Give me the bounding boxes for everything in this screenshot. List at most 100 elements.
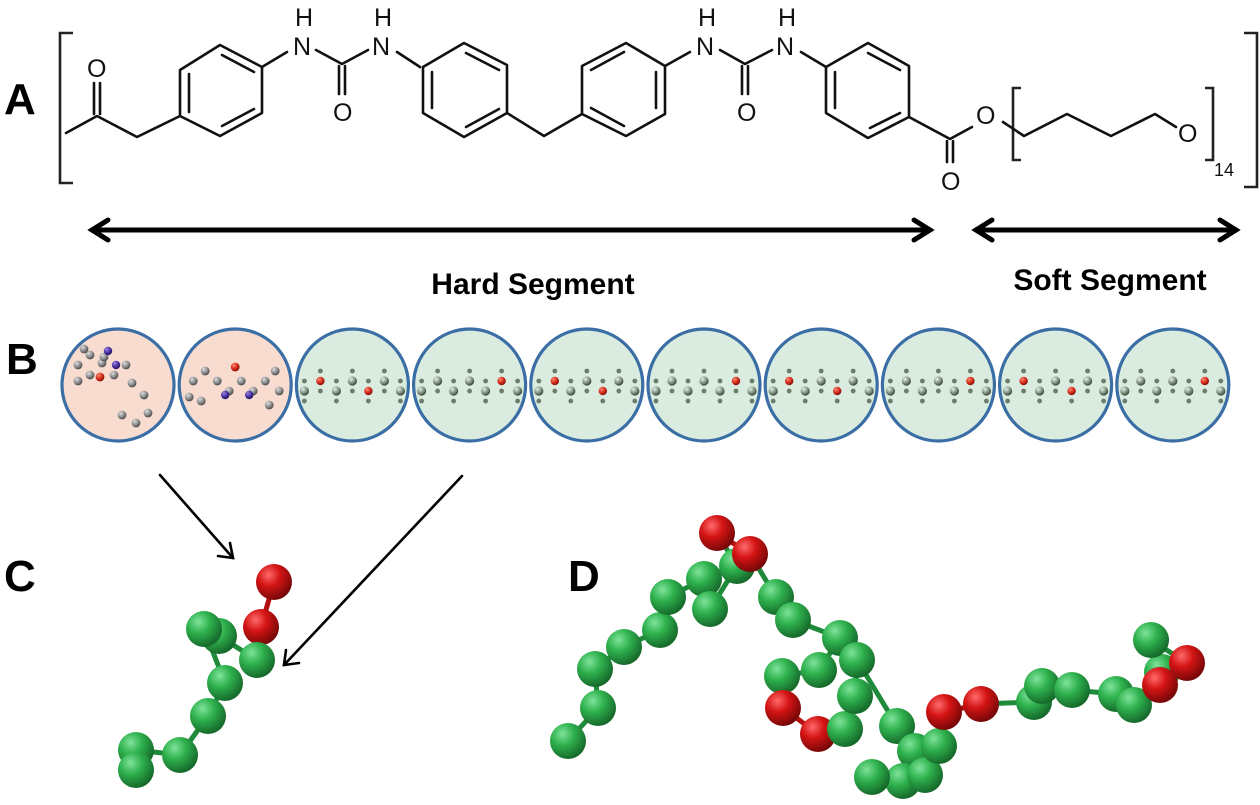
cg-bead-red: [243, 609, 279, 645]
soft-segment-arrow: [971, 217, 1241, 243]
hydrogen-atom: [1202, 368, 1208, 374]
hydrogen-atom: [866, 398, 872, 404]
atom-n-urea1-right: N: [372, 33, 390, 61]
carbon-atom: [433, 376, 443, 386]
hydrogen-atom: [968, 368, 973, 374]
soft-segment-bead: [646, 327, 762, 443]
soft-segment-bead: [763, 327, 879, 443]
carbon-atom: [651, 386, 661, 396]
hydrogen-atom: [616, 368, 622, 374]
hard-segment-bead: [60, 327, 176, 443]
hydrogen-atom: [1005, 378, 1010, 384]
carbon-atom: [1136, 376, 1146, 386]
hydrogen-atom: [653, 398, 659, 404]
carbon-atom: [715, 386, 725, 396]
carbon-atom: [1083, 376, 1093, 386]
hard-segment-bead: [177, 327, 293, 443]
carbon-atom: [885, 386, 896, 396]
hydrogen-atom: [483, 378, 488, 384]
carbon-atom: [85, 350, 95, 360]
hydrogen-atom: [749, 378, 755, 384]
repeat-subscript: 14: [1214, 160, 1234, 180]
cg-bead-green: [580, 690, 616, 726]
hydrogen-atom: [802, 398, 808, 404]
hydrogen-atom: [350, 368, 355, 374]
bond-ether-chain: [1001, 112, 1178, 138]
hydrogen-atom: [786, 388, 792, 394]
hydrogen-atom: [920, 378, 925, 384]
hydrogen-atom: [936, 388, 941, 394]
arrow-hard-to-c-head: [216, 541, 235, 560]
carbon-atom: [683, 386, 693, 396]
hydrogen-atom: [1037, 398, 1042, 404]
carbon-atom: [1051, 376, 1061, 386]
nitrogen-atom: [103, 346, 113, 356]
hydrogen-atom: [600, 398, 606, 404]
atom-o-ether: O: [1178, 120, 1197, 148]
carbon-atom: [143, 408, 153, 418]
cg-bead-green: [162, 737, 198, 773]
hydrogen-atom: [936, 368, 941, 374]
cg-bead-red: [732, 536, 768, 572]
cg-bead-green: [1116, 687, 1152, 723]
soft-segment-label: Soft Segment: [1013, 264, 1206, 297]
cg-bead-green: [650, 579, 686, 615]
carbon-atom: [901, 376, 912, 386]
hydrogen-atom: [733, 368, 739, 374]
hydrogen-atom: [451, 398, 456, 404]
benzene-ring-2: [421, 41, 509, 139]
bond-ester-carbonyl: [945, 139, 955, 164]
coarse-grained-bead-row: [60, 327, 1231, 443]
hydrogen-atom: [733, 388, 739, 394]
carbon-atom: [747, 386, 757, 396]
carbon-atom: [630, 386, 640, 396]
hydrogen-atom: [419, 378, 424, 384]
oxygen-atom: [833, 386, 842, 396]
carbon-atom: [184, 392, 194, 402]
hydrogen-atom: [334, 398, 339, 404]
cg-bead-green: [550, 723, 586, 759]
arrow-hard-to-c: [158, 473, 235, 560]
carbon-atom: [299, 386, 309, 396]
hydrogen-atom: [834, 398, 840, 404]
cg-bead-red: [963, 686, 999, 722]
hydrogen-atom: [968, 388, 973, 394]
bond-urea-2: [663, 48, 828, 69]
bond-carbonyl-left: [92, 81, 102, 116]
hydrogen-atom: [499, 388, 504, 394]
cg-bead-green: [186, 611, 222, 647]
carbon-atom: [85, 370, 95, 380]
carbon-atom: [347, 376, 357, 386]
carbon-atom: [1120, 386, 1130, 396]
carbon-atom: [260, 376, 270, 386]
nitrogen-atom: [245, 390, 254, 400]
carbon-atom: [1152, 386, 1162, 396]
cg-bead-red: [1169, 645, 1205, 681]
cg-bead-red: [256, 564, 292, 600]
carbon-atom: [274, 386, 284, 396]
panel-c: C: [4, 552, 292, 788]
carbon-atom: [139, 390, 149, 400]
carbon-atom: [566, 386, 576, 396]
hydrogen-atom: [483, 398, 488, 404]
panel-a: A O H N H N O: [4, 4, 1259, 301]
atom-h-urea2-left: H: [698, 4, 716, 32]
hydrogen-atom: [1122, 398, 1128, 404]
cg-bead-green: [642, 612, 678, 648]
carbon-atom: [73, 376, 83, 386]
panel-a-label: A: [4, 75, 36, 124]
hydrogen-atom: [1101, 398, 1106, 404]
oxygen-atom: [1019, 376, 1028, 386]
atom-o-ester-single: O: [976, 102, 995, 130]
oxygen-atom: [598, 386, 607, 396]
carbon-atom: [188, 376, 198, 386]
hydrogen-atom: [366, 378, 371, 384]
panel-b-label: B: [6, 335, 38, 384]
oxygen-atom: [1200, 376, 1210, 386]
hydrogen-atom: [499, 368, 504, 374]
hydrogen-atom: [770, 398, 776, 404]
benzene-ring-1: [178, 43, 264, 138]
carbon-atom: [264, 400, 274, 410]
hydrogen-atom: [302, 378, 307, 384]
carbon-atom: [699, 376, 709, 386]
